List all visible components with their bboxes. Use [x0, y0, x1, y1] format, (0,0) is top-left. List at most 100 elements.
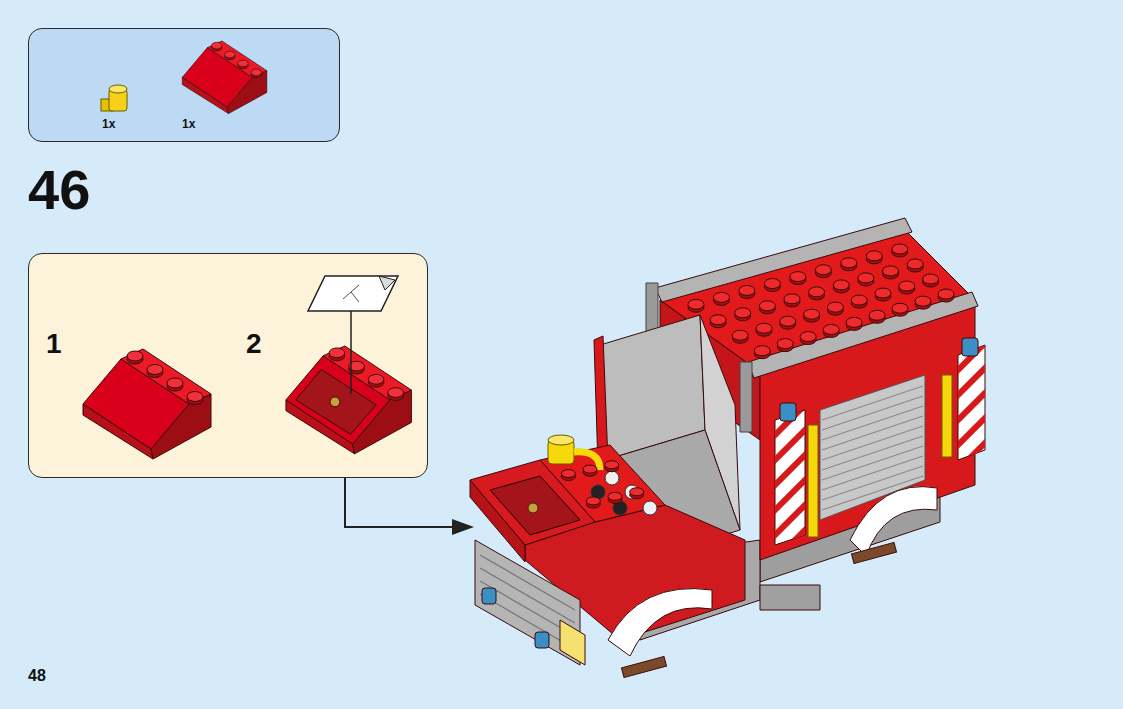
drawing-part: [815, 265, 831, 275]
drawing-part: [923, 274, 939, 287]
drawing-part: [739, 285, 755, 295]
drawing-part: [740, 362, 752, 432]
drawing-part: [822, 406, 923, 440]
drawing-part: [756, 323, 772, 333]
drawing-part: [238, 60, 249, 67]
drawing-part: [748, 292, 978, 378]
drawing-part: [780, 316, 796, 326]
drawing-part: [127, 351, 143, 361]
drawing-part: [892, 303, 908, 316]
drawing-part: [780, 316, 796, 329]
drawing-part: [480, 555, 575, 610]
drawing-part: [841, 258, 857, 271]
drawing-part: [350, 311, 352, 394]
drawing-part: [938, 289, 954, 302]
drawing-part: [187, 392, 203, 402]
drawing-part: [713, 292, 729, 305]
drawing-part: [561, 470, 575, 481]
drawing-part: [822, 426, 923, 460]
drawing-part: [147, 365, 163, 375]
drawing-part: [883, 266, 899, 279]
part-count: 1x: [102, 118, 115, 130]
drawing-part: [892, 244, 908, 257]
truck-body: [470, 218, 990, 678]
drawing-part: [915, 296, 931, 309]
drawing-part: [822, 436, 923, 470]
drawing-part: [866, 251, 882, 264]
drawing-part: [710, 315, 726, 328]
drawing-part: [764, 279, 780, 289]
drawing-part: [822, 416, 923, 450]
assembly-arrow: [345, 478, 474, 535]
drawing-part: [823, 324, 839, 334]
drawing-part: [608, 492, 622, 500]
drawing-part: [907, 259, 923, 272]
drawing-part: [605, 471, 619, 485]
drawing-part: [953, 338, 990, 475]
page-number: 48: [28, 668, 46, 684]
drawing-part: [713, 292, 729, 302]
drawing-part: [286, 346, 411, 454]
drawing-part: [605, 461, 619, 469]
drawing-part: [630, 488, 644, 496]
drawing-part: [869, 310, 885, 320]
drawing-part: [822, 396, 923, 430]
drawing-part: [777, 339, 793, 352]
drawing-part: [167, 378, 183, 388]
drawing-part: [892, 303, 908, 313]
drawing-part: [583, 465, 597, 473]
drawing-part: [754, 346, 770, 359]
drawing-part: [83, 349, 211, 459]
drawing-part: [851, 295, 867, 308]
drawing-part: [710, 315, 726, 325]
drawing-part: [643, 501, 657, 515]
part-count: 1x: [182, 118, 195, 130]
instruction-panel: 12: [28, 253, 428, 478]
drawing-part: [759, 301, 775, 314]
drawing-part: [735, 308, 751, 318]
drawing-part: [308, 276, 398, 311]
drawing-part: [732, 330, 748, 340]
drawing-part: [329, 348, 345, 358]
drawing-part: [827, 302, 843, 315]
drawing-part: [892, 244, 908, 254]
drawing-part: [121, 349, 211, 404]
drawing-part: [827, 302, 843, 312]
drawing-part: [777, 339, 793, 349]
drawing-part: [784, 294, 800, 304]
drawing-part: [207, 41, 266, 77]
drawing-part: [735, 308, 751, 321]
drawing-part: [296, 370, 376, 435]
drawing-part: [808, 425, 818, 537]
drawing-part: [388, 388, 404, 398]
drawing-part: [732, 330, 748, 343]
drawing-part: [780, 403, 796, 421]
drawing-part: [915, 296, 931, 306]
drawing-part: [815, 265, 831, 278]
drawing-part: [608, 589, 712, 656]
drawing-part: [846, 317, 862, 327]
drawing-part: [851, 295, 867, 305]
drawing-part: [586, 497, 600, 505]
drawing-part: [962, 338, 978, 356]
drawing-part: [764, 279, 780, 292]
drawing-part: [688, 299, 704, 309]
drawing-part: [760, 585, 820, 610]
drawing-part: [379, 276, 395, 290]
drawing-part: [225, 51, 236, 58]
drawing-part: [833, 280, 849, 293]
drawing-part: [833, 280, 849, 290]
drawing-part: [368, 374, 384, 384]
drawing-part: [790, 272, 806, 282]
drawing-part: [800, 332, 816, 345]
drawing-part: [899, 281, 915, 294]
drawing-part: [923, 274, 939, 284]
drawing-part: [583, 465, 597, 476]
drawing-part: [561, 461, 643, 508]
drawing-part: [846, 317, 862, 330]
drawing-part: [621, 656, 666, 677]
drawing-part: [841, 258, 857, 268]
drawing-part: [480, 568, 575, 623]
drawing-part: [101, 85, 127, 111]
drawing-part: [875, 288, 891, 298]
